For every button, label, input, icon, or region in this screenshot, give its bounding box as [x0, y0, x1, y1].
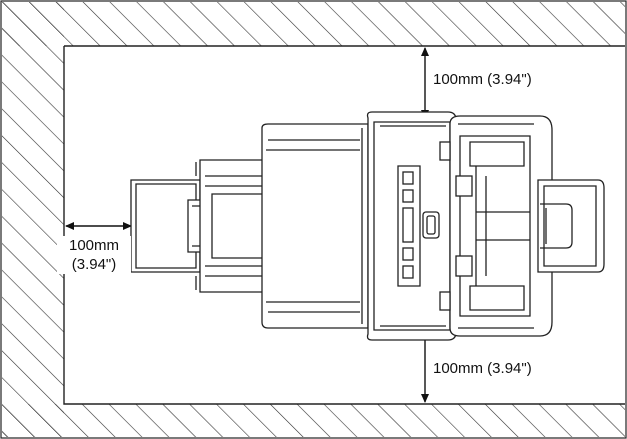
- scanner-top-view: [130, 111, 605, 341]
- left-clearance-label: 100mm (3.94"): [57, 236, 131, 274]
- wall-boundary: [63, 45, 625, 405]
- left-clearance-inch: (3.94"): [71, 256, 117, 273]
- bottom-clearance-label: 100mm (3.94"): [433, 360, 532, 378]
- left-clearance-mm: 100mm: [68, 237, 120, 254]
- top-clearance-label: 100mm (3.94"): [433, 71, 532, 89]
